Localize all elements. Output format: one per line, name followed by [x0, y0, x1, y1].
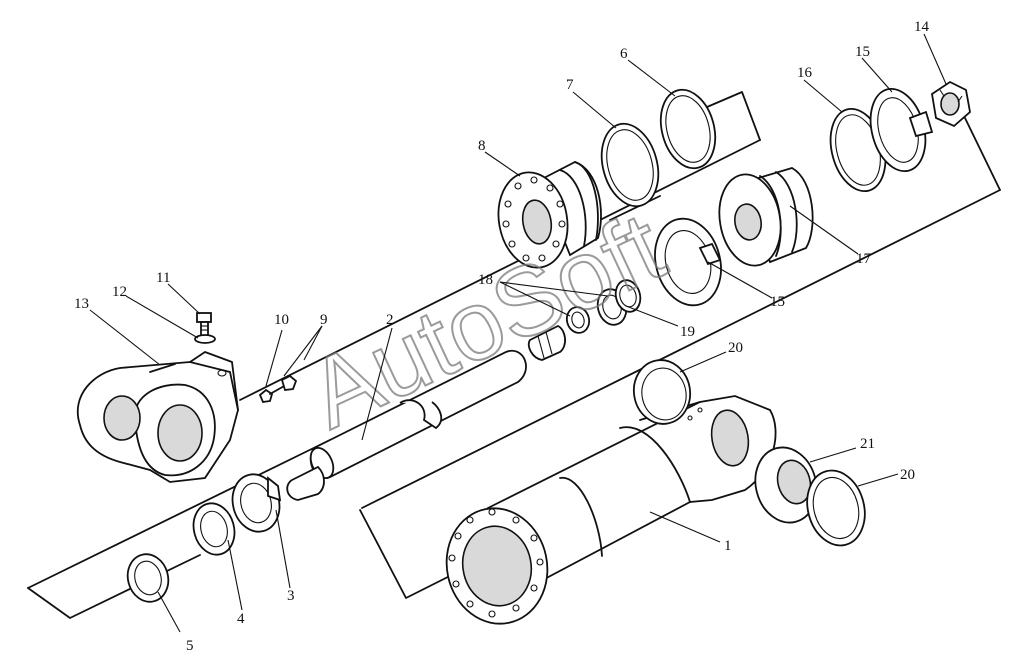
split-sleeve-upper — [869, 87, 934, 173]
retaining-ring-20-right — [806, 469, 866, 547]
small-screw-and-nut — [258, 374, 298, 403]
callout-numbers: 1 2 3 4 5 6 7 8 9 10 11 12 13 14 15 15 1… — [74, 19, 930, 654]
callout-14: 14 — [914, 19, 930, 35]
seal-ring-6 — [659, 88, 717, 170]
cylinder-barrel — [445, 395, 777, 625]
callout-2: 2 — [386, 312, 394, 328]
o-ring-19 — [596, 279, 642, 326]
cylinder-head — [497, 161, 602, 269]
callout-15-lower: 15 — [770, 294, 785, 310]
piston — [718, 167, 814, 267]
seal-ring-7 — [600, 122, 660, 208]
o-ring-18 — [565, 306, 591, 334]
callout-9: 9 — [320, 312, 328, 328]
callout-19: 19 — [680, 324, 695, 340]
retaining-ring-20-upper — [632, 359, 692, 425]
callout-18: 18 — [478, 272, 493, 288]
leader-lines — [89, 33, 947, 633]
clevis-fork — [77, 351, 239, 483]
callout-20-right: 20 — [900, 467, 915, 483]
castle-nut — [931, 80, 971, 128]
callout-5: 5 — [186, 638, 194, 654]
split-sleeve-lower — [654, 217, 722, 307]
bushing-21 — [754, 446, 818, 524]
callout-10: 10 — [274, 312, 289, 328]
retaining-ring-small — [126, 553, 170, 603]
piston-rod — [286, 324, 566, 501]
lower-mounting-plate — [27, 117, 1001, 619]
callout-12: 12 — [112, 284, 127, 300]
bolt-and-washer — [194, 312, 216, 344]
callout-7: 7 — [566, 77, 574, 93]
callout-8: 8 — [478, 138, 486, 154]
callout-3: 3 — [287, 588, 295, 604]
callout-6: 6 — [620, 46, 628, 62]
barrel-flange-holes — [448, 508, 544, 618]
callout-13: 13 — [74, 296, 89, 312]
callout-16: 16 — [797, 65, 813, 81]
callout-11: 11 — [156, 270, 170, 286]
callout-21: 21 — [860, 436, 875, 452]
ring-bushing — [192, 502, 236, 556]
callout-20-upper: 20 — [728, 340, 743, 356]
flange-bolt-holes — [502, 176, 566, 262]
split-ring-bushing — [231, 473, 282, 533]
upper-mounting-plate — [239, 91, 761, 401]
callout-15-upper: 15 — [855, 44, 870, 60]
callout-4: 4 — [237, 611, 245, 627]
callout-17: 17 — [856, 251, 872, 267]
callout-1: 1 — [724, 538, 732, 554]
